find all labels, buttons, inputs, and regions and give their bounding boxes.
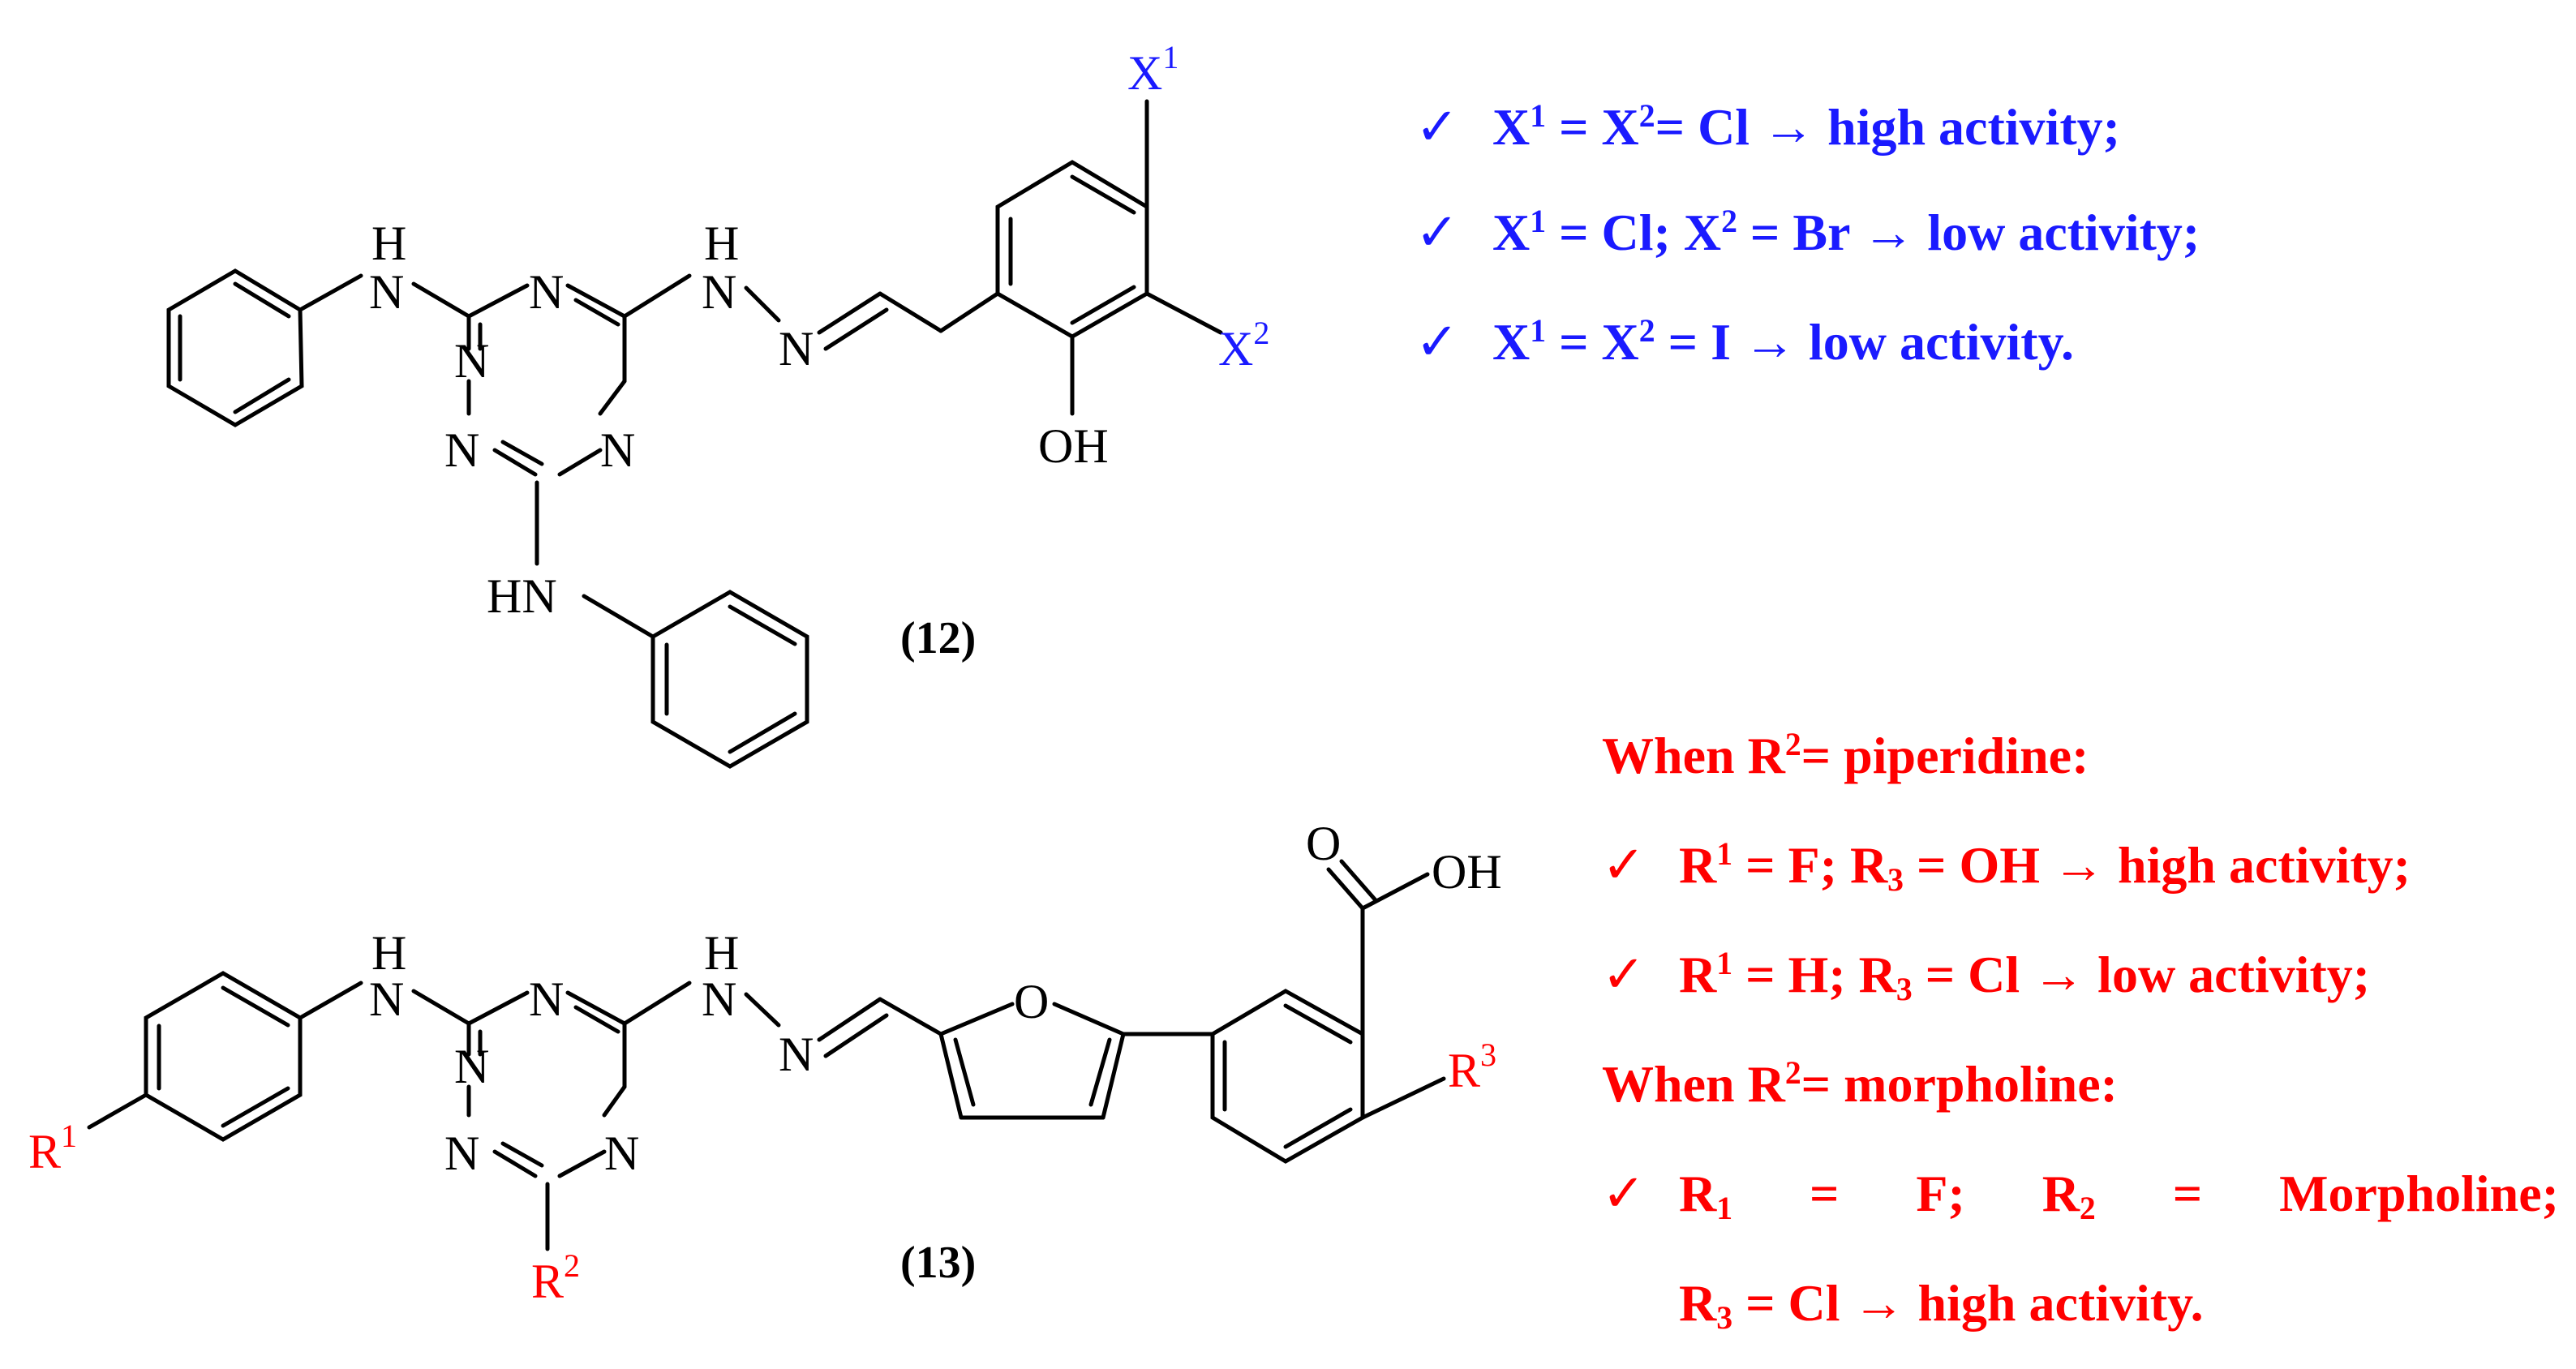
c13-triazine-n-left: N — [454, 1040, 489, 1093]
compound-12-left-phenyl — [166, 268, 304, 427]
check-icon: ✓ — [1415, 98, 1459, 156]
c13-r3-label: R3 — [1448, 1036, 1496, 1097]
c13-nh-left-n: N — [369, 972, 404, 1026]
check-icon: ✓ — [1602, 1165, 1646, 1222]
compound-13-left-phenyl — [144, 971, 303, 1142]
c12-nh-left-n: N — [369, 265, 404, 319]
c13-header-piperidine: When R2= piperidine: — [1602, 727, 2089, 784]
c13-triazine-n-bottom-left: N — [444, 1127, 479, 1180]
c12-note-1: ✓X1 = X2= Cl → high activity; — [1415, 98, 2120, 156]
c12-nh-right-h: H — [704, 217, 739, 270]
compound-13-furan — [938, 1002, 1126, 1120]
compound-13-benzoic-ring — [1210, 989, 1365, 1164]
c13-hydrazone-n: N — [779, 1028, 814, 1081]
compound-12-notes: ✓X1 = X2= Cl → high activity; ✓X1 = Cl; … — [1415, 0, 2551, 389]
compound-13-structure: H N N N N N H N N O O OH R1 R2 R3 (13) — [28, 817, 1502, 1308]
c13-triazine-n-right: N — [604, 1127, 639, 1180]
c12-hydrazone-n: N — [779, 322, 814, 376]
c13-carbonyl-o: O — [1306, 817, 1341, 870]
c13-r2-label: R2 — [531, 1247, 580, 1308]
c12-x2-label: X2 — [1218, 315, 1269, 376]
c13-furan-o: O — [1014, 975, 1049, 1028]
c13-nh-right-n: N — [702, 972, 736, 1026]
c12-nh-left-h: H — [371, 217, 406, 270]
c13-nh-left-h: H — [371, 926, 406, 980]
c13-triazine-n-top: N — [529, 972, 564, 1026]
c12-hn-bottom: HN — [487, 569, 557, 623]
compound-13-label: (13) — [900, 1238, 976, 1288]
c12-nh-right-n: N — [702, 265, 736, 319]
c13-header-morpholine: When R2= morpholine: — [1602, 1055, 2118, 1113]
c12-note-2: ✓X1 = Cl; X2 = Br → low activity; — [1415, 204, 2200, 261]
c13-note-3-continued: R3 = Cl → high activity. — [1679, 1274, 2204, 1336]
compound-12-phenol-ring — [995, 160, 1149, 339]
c13-note-1: ✓R1 = F; R3 = OH → high activity; — [1602, 836, 2411, 898]
c12-x1-label: X1 — [1127, 39, 1179, 100]
compound-13-triazine — [466, 990, 627, 1178]
check-icon: ✓ — [1415, 313, 1459, 371]
compound-13-notes: When R2= piperidine: ✓R1 = F; R3 = OH → … — [1602, 0, 2567, 1369]
c12-triazine-n-bottom-left: N — [444, 423, 479, 477]
c13-note-2: ✓R1 = H; R3 = Cl → low activity; — [1602, 946, 2371, 1007]
check-icon: ✓ — [1602, 946, 1646, 1003]
check-icon: ✓ — [1602, 836, 1646, 894]
compound-12-triazine — [466, 283, 627, 477]
c12-oh: OH — [1038, 419, 1109, 473]
c12-note-3: ✓X1 = X2 = I → low activity. — [1415, 313, 2075, 371]
c12-triazine-n-top: N — [529, 265, 564, 319]
c13-note-3: ✓R1 = F; R2 = Morpholine; — [1602, 1165, 2559, 1226]
c12-triazine-n-left: N — [454, 334, 489, 388]
c13-nh-right-h: H — [704, 926, 739, 980]
compound-12-label: (12) — [900, 613, 976, 663]
compound-12-structure: H N N N N N H N N OH HN X1 X2 (12) — [166, 39, 1269, 769]
c13-r1-label: R1 — [28, 1118, 77, 1178]
c13-acid-oh: OH — [1432, 845, 1502, 899]
c12-triazine-n-right: N — [600, 423, 635, 477]
check-icon: ✓ — [1415, 204, 1459, 261]
compound-12-bottom-phenyl — [650, 590, 809, 769]
